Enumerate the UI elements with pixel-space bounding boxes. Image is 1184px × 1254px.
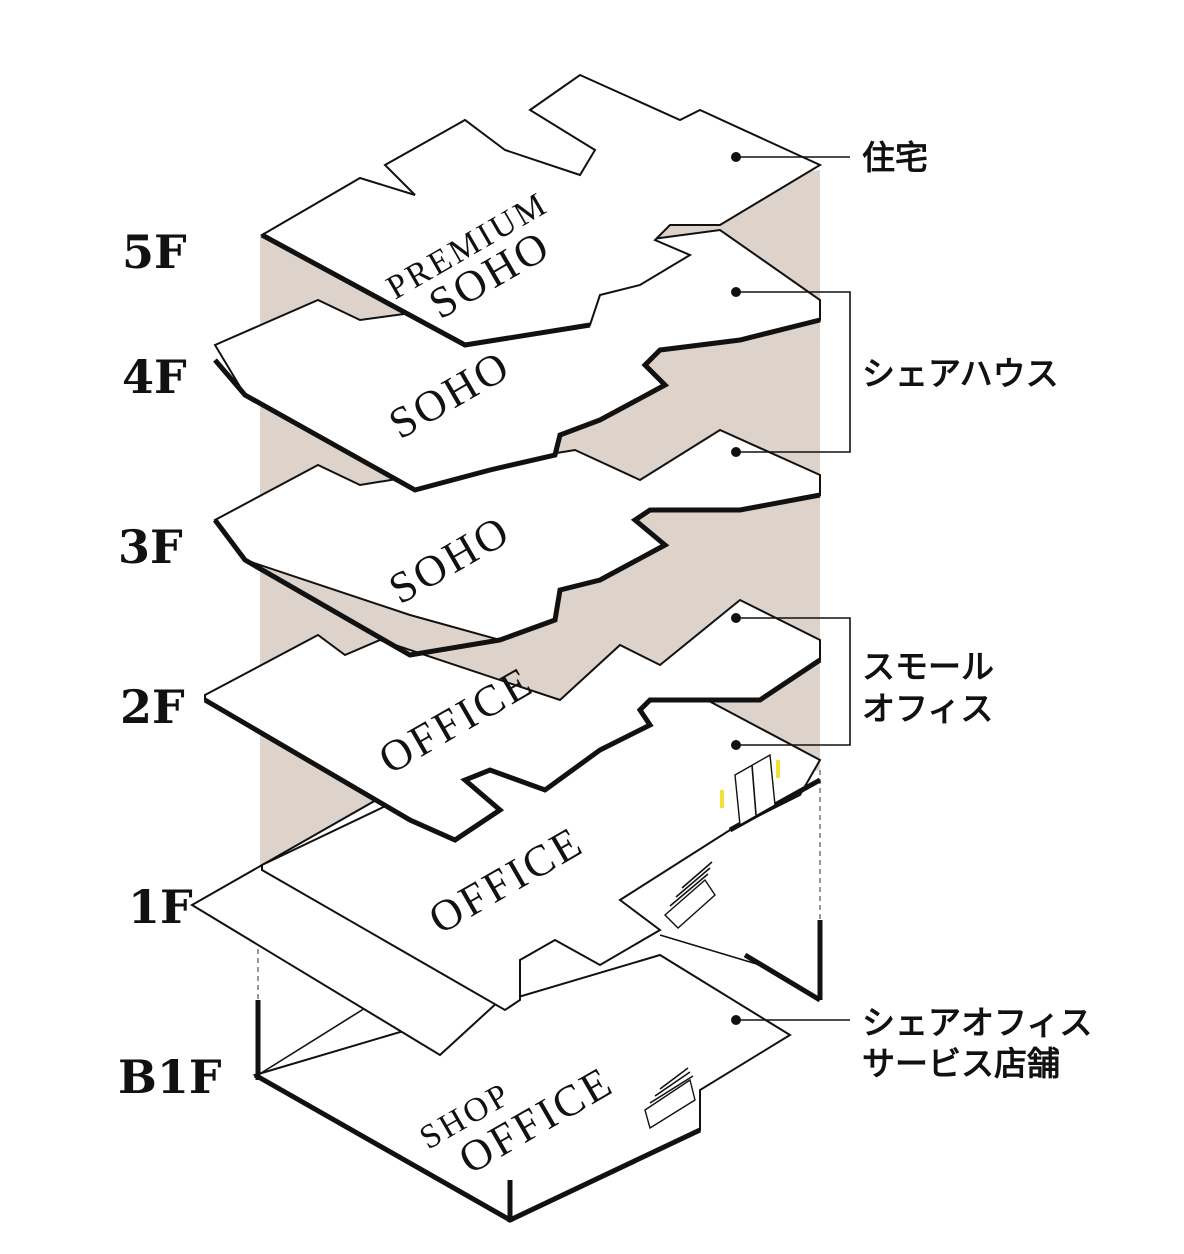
leader-share-office [731, 1015, 850, 1025]
floor-label-3f: 3F [118, 520, 183, 574]
wall [257, 1004, 371, 1076]
leader-small-office [731, 613, 851, 750]
floor-edge-4f [213, 317, 821, 493]
leader-share-house [731, 287, 851, 457]
use-label-small-office-line2: オフィス [862, 689, 993, 728]
floor-label-2f: 2F [120, 680, 185, 734]
floor-edge-2f [203, 657, 822, 843]
floor-5f: PREMIUM SOHO [259, 73, 823, 348]
floor-1f: OFFICE [190, 673, 823, 1057]
floor-2f: OFFICE [203, 598, 822, 843]
wall [743, 952, 822, 1003]
use-label-share-house: シェアハウス [862, 354, 1059, 393]
floor-plate-1f [261, 673, 822, 1012]
floor-b1: SHOP OFFICE [252, 770, 821, 1223]
wall [659, 934, 761, 966]
use-label-small-office-line1: スモール [862, 647, 994, 686]
floor-label-5f: 5F [122, 225, 187, 279]
floor-4f: SOHO [213, 228, 821, 493]
stair-1f [663, 861, 716, 929]
floor-3f: SOHO [213, 428, 821, 658]
stair-b1 [644, 1067, 696, 1130]
leader-residence [731, 152, 850, 162]
elevator-1f [720, 753, 780, 827]
use-label-share-office-line1: シェアオフィス [862, 1003, 1092, 1042]
floor-edge-3f [213, 492, 821, 658]
use-label-residence: 住宅 [862, 138, 928, 177]
floor-label-1f: 1F [128, 880, 193, 934]
floor-label-4f: 4F [122, 350, 187, 404]
floor-plate-5f [259, 73, 823, 347]
floor-edge-5f [260, 232, 591, 348]
use-label-share-office-line2: サービス店舗 [862, 1044, 1060, 1083]
floor-plate-b1 [252, 953, 792, 1222]
floor-label-b1f: B1F [118, 1050, 222, 1104]
